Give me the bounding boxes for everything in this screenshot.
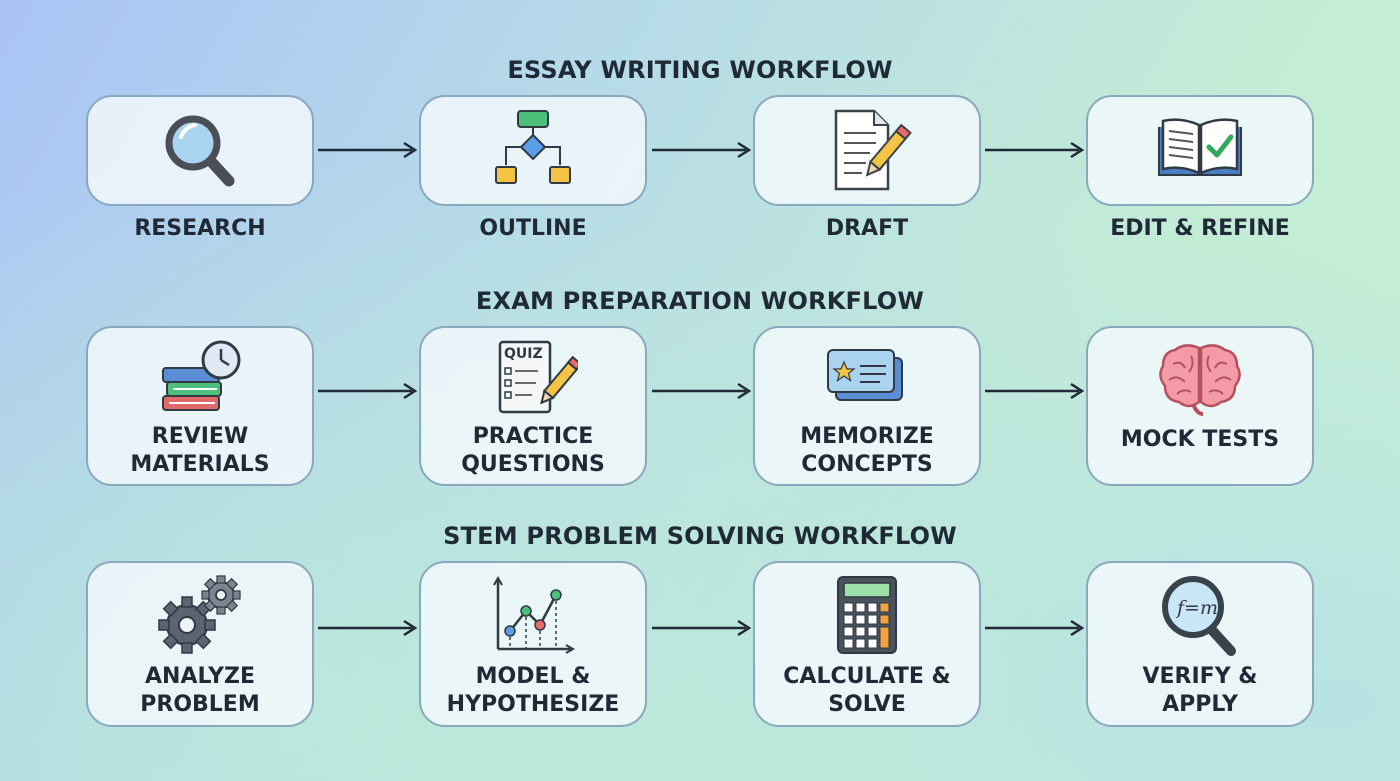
step-calculate-solve[interactable]: CALCULATE & SOLVE xyxy=(753,561,981,727)
step-model-hypothesize[interactable]: MODEL & HYPOTHESIZE xyxy=(419,561,647,727)
exam-workflow-title: EXAM PREPARATION WORKFLOW xyxy=(475,287,925,315)
flashcards-icon xyxy=(827,349,903,401)
gears-icon xyxy=(158,575,241,654)
step-practice-questions[interactable]: QUIZ PRACTICE QUESTIONS xyxy=(419,326,647,486)
step-analyze-problem-label: ANALYZE PROBLEM xyxy=(140,664,260,717)
step-analyze-problem[interactable]: ANALYZE PROBLEM xyxy=(86,561,314,727)
essay-workflow-title: ESSAY WRITING WORKFLOW xyxy=(507,56,893,84)
book-check-icon xyxy=(1158,118,1242,176)
step-mock-tests[interactable]: MOCK TESTS xyxy=(1086,326,1314,486)
step-outline-label: OUTLINE xyxy=(479,216,587,241)
step-draft[interactable] xyxy=(753,95,981,206)
step-review-materials[interactable]: REVIEW MATERIALS xyxy=(86,326,314,486)
step-model-hypothesize-label: MODEL & HYPOTHESIZE xyxy=(446,664,620,717)
step-draft-label: DRAFT xyxy=(825,216,909,241)
step-edit-refine[interactable] xyxy=(1086,95,1314,206)
arrow-review-to-practice xyxy=(318,382,418,400)
step-mock-tests-label: MOCK TESTS xyxy=(1120,427,1280,452)
calculator-icon xyxy=(837,576,897,654)
arrow-practice-to-memorize xyxy=(652,382,752,400)
arrow-memorize-to-mock xyxy=(985,382,1085,400)
arrow-outline-to-draft xyxy=(652,141,752,159)
step-review-materials-label: REVIEW MATERIALS xyxy=(130,424,270,477)
step-memorize-concepts-label: MEMORIZE CONCEPTS xyxy=(800,424,934,477)
books-clock-icon xyxy=(162,340,241,411)
formula-magnifier-icon: f=m xyxy=(1162,576,1236,656)
step-verify-apply[interactable]: f=m VERIFY & APPLY xyxy=(1086,561,1314,727)
flowchart-icon xyxy=(495,110,571,184)
arrow-calculate-to-verify xyxy=(985,619,1085,637)
step-calculate-solve-label: CALCULATE & SOLVE xyxy=(783,664,951,717)
quiz-sheet-icon: QUIZ xyxy=(498,340,578,414)
arrow-model-to-calculate xyxy=(652,619,752,637)
stem-workflow-title: STEM PROBLEM SOLVING WORKFLOW xyxy=(443,522,957,550)
svg-text:QUIZ: QUIZ xyxy=(504,346,543,362)
step-memorize-concepts[interactable]: MEMORIZE CONCEPTS xyxy=(753,326,981,486)
svg-text:f=m: f=m xyxy=(1175,597,1218,619)
brain-icon xyxy=(1159,344,1241,416)
document-pencil-icon xyxy=(834,109,912,191)
magnifier-icon xyxy=(165,115,235,187)
step-research[interactable] xyxy=(86,95,314,206)
step-research-label: RESEARCH xyxy=(134,216,266,241)
arrow-analyze-to-model xyxy=(318,619,418,637)
step-practice-questions-label: PRACTICE QUESTIONS xyxy=(461,424,605,477)
arrow-research-to-outline xyxy=(318,141,418,159)
step-outline[interactable] xyxy=(419,95,647,206)
line-graph-icon xyxy=(493,575,576,654)
step-verify-apply-label: VERIFY & APPLY xyxy=(1142,664,1258,717)
arrow-draft-to-edit xyxy=(985,141,1085,159)
step-edit-refine-label: EDIT & REFINE xyxy=(1110,216,1290,241)
